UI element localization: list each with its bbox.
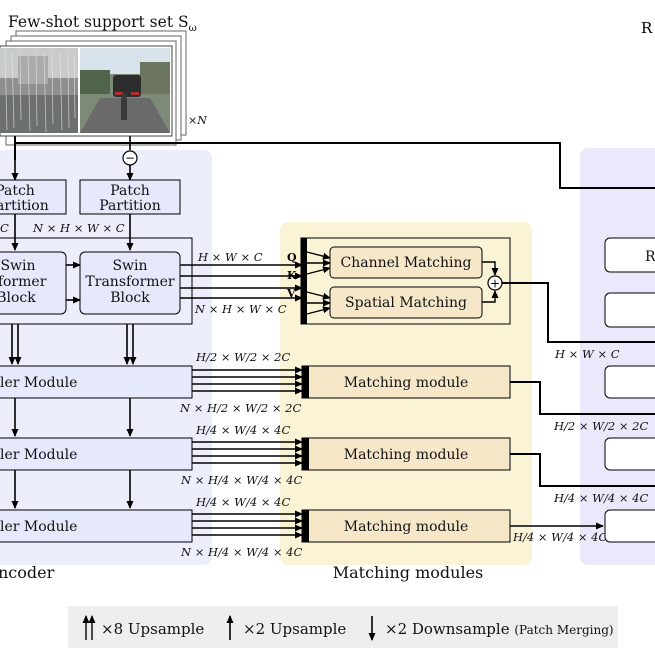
dim-h2-bottom: N × H/2 × W/2 × 2C (179, 401, 301, 415)
row1-connectors (192, 366, 303, 395)
encoder-module-3 (0, 509, 193, 543)
legend-down2-label: ×2 Downsample (Patch Merging) (385, 620, 614, 638)
encoder-module-1 (0, 365, 193, 399)
swin-block-left (0, 251, 67, 315)
legend-box (68, 606, 618, 648)
dim-h4-bottom-2: N × H/4 × W/4 × 4C (180, 545, 302, 559)
decoder-box-4 (604, 437, 655, 471)
decoder-box-1-letter: R (645, 249, 655, 265)
qkv-bar (301, 238, 307, 324)
decoder-box-1 (604, 237, 655, 273)
dim-h4-top-1: H/4 × W/4 × 4C (195, 423, 290, 437)
swin-container (0, 237, 193, 325)
legend: ×8 Upsample ×2 Upsample ×2 Downsample (P… (68, 606, 618, 648)
match-out-line-1 (502, 282, 655, 343)
encoder-module-2-label: ler Module (0, 447, 77, 463)
street-photo (80, 48, 170, 133)
q-label: Q (287, 251, 297, 264)
dim-out-h2: H/2 × W/2 × 2C (553, 419, 648, 433)
spatial-matching-label: Spatial Matching (345, 295, 467, 311)
swin-left-l1: Swin (0, 258, 35, 274)
patch-partition-left-l2: Partition (0, 198, 49, 214)
swin-left-l2: nsformer (0, 274, 47, 290)
patch-partition-left-l1: Patch (0, 183, 35, 199)
swin-block-right (79, 251, 181, 315)
encoder-module-1-label: ler Module (0, 375, 77, 391)
decoder-box-3 (604, 365, 655, 399)
legend-up2-label: ×2 Upsample (243, 620, 346, 638)
plus-symbol: + (490, 277, 500, 291)
channel-matching-label: Channel Matching (341, 255, 472, 271)
row3-connectors (192, 510, 303, 539)
encoder-module-3-label: ler Module (0, 519, 77, 535)
right-edge-letter: R (641, 19, 653, 37)
matching-module-3-label: Matching module (344, 519, 469, 535)
dim-h4-bottom-1: N × H/4 × W/4 × 4C (180, 473, 302, 487)
match-out-line-2 (510, 381, 655, 415)
dim-out-h4: H/4 × W/4 × 4C (553, 491, 648, 505)
encoder-module-2 (0, 437, 193, 471)
decoder-box-2 (604, 292, 655, 328)
dim-out-hwc: H × W × C (554, 347, 620, 361)
times-n: ×N (188, 114, 207, 127)
dim-out-h4-last: H/4 × W/4 × 4C (512, 530, 607, 544)
dim-nhwc-bottom: N × H × W × C (194, 302, 287, 316)
dim-left-partial: C (0, 221, 9, 235)
legend-up8-icon-label: ×8 Upsample (101, 620, 204, 638)
patch-partition-right (79, 179, 181, 215)
matching-module-2-label: Matching module (344, 447, 469, 463)
swin-left-l3: Block (0, 290, 36, 306)
support-image-stack (0, 30, 187, 146)
support-set-label: Few-shot support set Sω (8, 13, 197, 34)
matching-section-title: Matching modules (333, 563, 484, 582)
swin-right-l3: Block (110, 290, 150, 306)
row2-connectors (192, 438, 303, 467)
swin-right-l1: Swin (112, 258, 147, 274)
patch-partition-right-l1: Patch (110, 183, 150, 199)
patch-partition-left (0, 179, 67, 215)
dim-h4-top-2: H/4 × W/4 × 4C (195, 495, 290, 509)
encoder-section-title: ncoder (0, 563, 55, 582)
encoder-row-3: ler Module (0, 470, 193, 543)
encoder-row-1: ler Module (0, 324, 193, 399)
v-label: V (286, 287, 296, 300)
decoder-box-5 (604, 509, 655, 543)
k-label: K (287, 269, 297, 282)
rainy-photo (0, 48, 78, 133)
dim-nhwc-encoder: N × H × W × C (32, 221, 125, 235)
matching-module-2 (301, 437, 511, 471)
match-out-line-3 (510, 453, 655, 487)
matching-module-1 (301, 365, 511, 399)
encoder-row-2: ler Module (0, 398, 193, 471)
skip-line-long (15, 142, 655, 189)
patch-partition-right-l2: Partition (99, 198, 160, 214)
minus-symbol: − (125, 151, 135, 165)
dim-h2-top: H/2 × W/2 × 2C (195, 350, 290, 364)
swin-right-l2: Transformer (85, 274, 174, 290)
matching-module-1-label: Matching module (344, 375, 469, 391)
dim-hwc-top: H × W × C (197, 250, 263, 264)
